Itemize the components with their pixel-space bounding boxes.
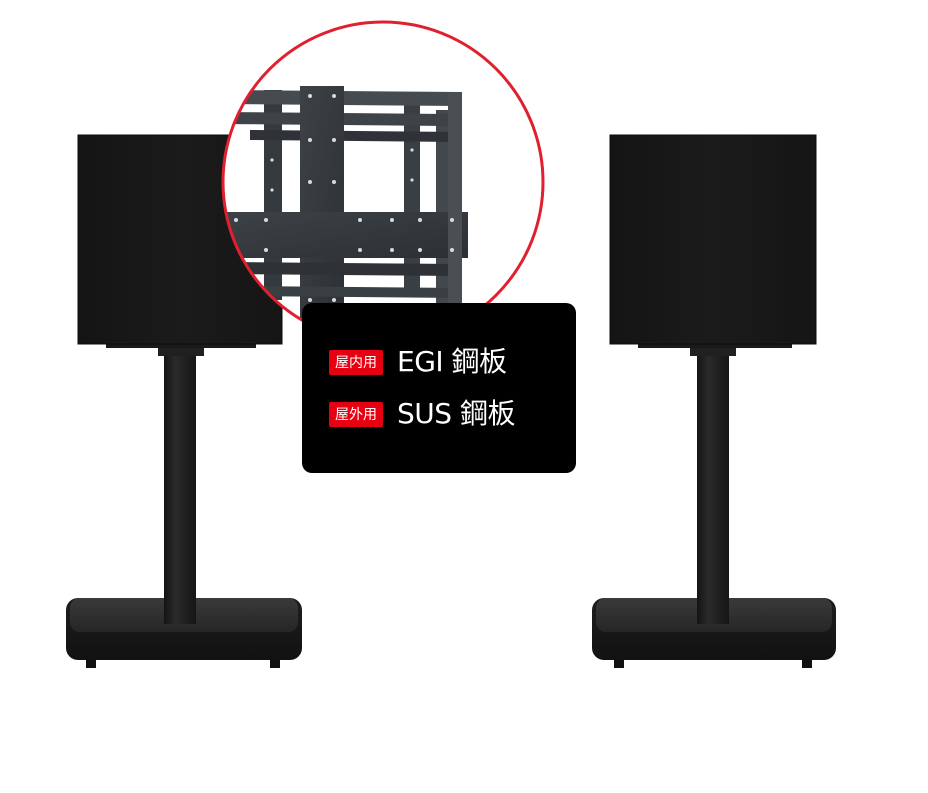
outdoor-material: SUS 鋼板 xyxy=(397,397,515,430)
outdoor-material-row: 屋外用 SUS 鋼板 xyxy=(329,399,515,429)
material-label-card: 屋内用 EGI 鋼板 屋外用 SUS 鋼板 xyxy=(302,303,576,473)
steel-frame-detail-icon xyxy=(221,20,545,344)
right-stand xyxy=(592,134,836,668)
indoor-material: EGI 鋼板 xyxy=(397,345,507,378)
outdoor-badge: 屋外用 xyxy=(329,401,383,427)
indoor-badge: 屋内用 xyxy=(329,349,383,375)
indoor-material-row: 屋内用 EGI 鋼板 xyxy=(329,347,507,377)
